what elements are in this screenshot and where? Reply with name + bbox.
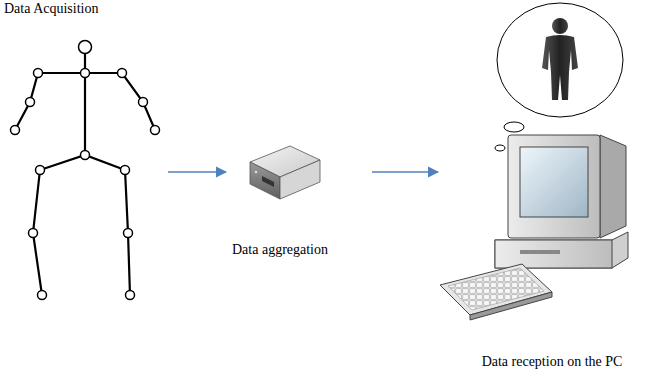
stage-label: Data aggregation	[232, 241, 328, 260]
skeleton-joints	[11, 41, 160, 300]
joint-dot	[124, 229, 133, 238]
joint-dot	[118, 69, 127, 78]
person-silhouette	[542, 18, 578, 100]
joint-dot	[36, 166, 45, 175]
stage-node: Data reception on the PC	[440, 126, 664, 372]
joint-dot	[79, 41, 92, 54]
joint-dot	[126, 291, 135, 300]
thought-bubble	[495, 3, 623, 151]
joint-dot	[121, 166, 130, 175]
joint-dot	[11, 126, 20, 135]
joint-dot	[38, 291, 47, 300]
stage-label: Data Acquisition	[4, 0, 166, 19]
desktop-computer	[440, 135, 628, 320]
joint-dot	[26, 98, 35, 107]
stage-node: Data Acquisition	[4, 0, 166, 305]
joint-dot	[139, 98, 148, 107]
joint-dot	[29, 229, 38, 238]
flow-arrow	[168, 171, 226, 173]
stage-node: Data aggregation	[228, 135, 370, 260]
stage-label: Data reception on the PC	[440, 353, 664, 372]
joint-dot	[34, 69, 43, 78]
joint-dot	[81, 151, 90, 160]
joint-dot	[151, 126, 160, 135]
flow-arrow	[372, 171, 438, 173]
skeleton-figure	[15, 47, 155, 295]
joint-dot	[81, 69, 90, 78]
aggregation-device	[250, 146, 320, 199]
